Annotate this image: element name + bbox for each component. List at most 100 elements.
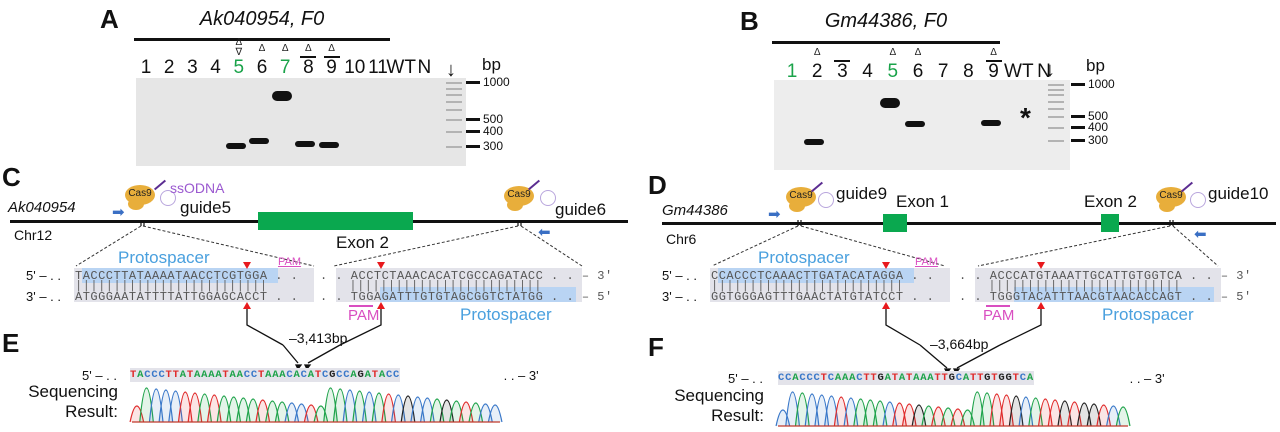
base-c: C [393,369,401,381]
ladder-band [1048,94,1064,97]
zoom-line [333,225,519,267]
base-c: C [385,369,394,381]
base-a: A [350,369,358,381]
panel-letter-d: D [648,170,667,200]
arrow-to-junction-c [282,344,299,364]
lane-label-1: 1 [786,61,798,82]
base-c: C [286,369,294,381]
ladder-band [446,87,462,90]
three-prime-label-e: . . – 3' [500,368,539,383]
lane-label-n: N [1037,61,1051,82]
gel-band-lane-8 [295,141,316,148]
sequence-line-f: CCACCCTCAAACTTGATATAAATTGCATTGTGGTCA [778,371,1034,385]
guide5-label: guide5 [180,198,232,217]
sequencing-label: Sequencing [28,382,118,401]
gel-band-lane-6 [249,137,269,144]
ladder-band [446,93,462,96]
deletion-mark-icon: Δ [914,47,922,58]
ladder-arrow-icon: ↓ [1045,59,1055,81]
base-c: C [158,369,166,381]
lane-label-7: 7 [937,61,949,82]
gel-band-lane-5 [225,143,246,149]
dna-top-strand-c-left: TACCCTTATAAAATAACCTCGTGGA . . [75,269,299,283]
base-c: C [243,369,251,381]
dna-bottom-strand-c-right: . . TGGAGATTTGTGTAGCGGTCTATGG . . – 5' [320,290,613,304]
three-prime-label: 3' – . . [662,289,701,304]
base-c: C [300,369,308,381]
five-prime-label-f: 5' – . . [728,371,767,386]
ladder-band [1048,84,1064,86]
zoom-line [1172,225,1219,267]
base-a: A [265,369,273,381]
bp-tick [466,117,480,121]
base-a: A [920,372,928,384]
base-c: C [144,369,152,381]
lane-overbar [985,60,1002,62]
base-t: T [1012,372,1020,384]
base-g: G [998,372,1006,384]
gel-a-title: Ak040954, F0 [199,8,325,30]
base-c: C [1019,372,1027,384]
gel-a-image [136,78,466,166]
forward-primer-arrow-icon: ➡ [112,204,125,221]
cut-site-marker-icon [243,302,251,309]
guide9-label: guide9 [836,184,888,203]
arrow-to-junction-c [307,344,341,364]
deletion-mark-icon: Δ [258,43,266,54]
five-prime-label-e: 5' – . . [82,368,121,383]
panel-letter-c: C [2,162,21,192]
base-a: A [884,372,892,384]
base-a: A [962,372,970,384]
lane-label-6: 6 [912,61,924,82]
base-t: T [969,372,978,384]
base-a: A [834,372,842,384]
pam-label-d-right: PAM [983,307,1015,324]
lane-label-2: 2 [811,61,823,82]
cas9-lobe-icon [507,199,523,211]
result-label: Result: [65,402,118,421]
gel-a-title-bar [134,38,390,41]
base-a: A [1026,372,1034,384]
base-a: A [236,369,244,381]
lane-label-10: 10 [344,57,366,78]
ladder-band [1048,88,1064,91]
zoom-line [977,225,1171,267]
base-a: A [201,369,209,381]
lane-label-3: 3 [187,57,198,78]
protospacer-highlight-c-left [82,268,278,283]
base-c: C [856,372,864,384]
reverse-primer-arrow-icon: ⬅ [1194,226,1207,243]
ladder-band [1048,126,1064,129]
chromosome-d: Chr6 [666,231,697,247]
lane-label-n: N [417,57,432,78]
deletion-connector-left-c [246,305,284,346]
base-a: A [307,369,315,381]
panel-letter-f: F [648,332,664,362]
base-t: T [165,369,173,381]
dna-bottom-strand-d-right: . . TGGGTACATTTAACGTAACACCAGT . . – 5' [959,290,1252,304]
deletion-connector-right-c [339,305,382,346]
base-c: C [799,372,807,384]
bp-header-a: bp [482,55,501,74]
base-pair-lines: ||||||||||||||||||||||||| [711,279,904,293]
base-t: T [172,369,180,381]
ladder-band [1048,107,1064,110]
base-pair-lines: ||||||||||||||||||||||||| [75,279,268,293]
three-prime-label: 3' – . . [26,289,65,304]
protospacer-label-d-right: Protospacer [1102,305,1194,324]
ladder-band [1048,116,1064,119]
bp-tick [1071,139,1085,142]
gel-band-lane-9 [318,142,339,149]
base-t: T [870,372,878,384]
bp-tick [466,129,480,133]
base-pair-lines: ||||||||||||||||||||||||| [973,279,1181,293]
cut-site-marker-icon [1037,262,1045,269]
lane-label-11: 11 [368,57,388,78]
base-t: T [257,369,266,381]
bp-label-300: 300 [483,139,504,153]
base-c: C [343,369,351,381]
five-prime-label: 5' – . . [26,268,65,283]
base-c: C [827,372,835,384]
five-prime-label: 5' – . . [662,268,701,283]
